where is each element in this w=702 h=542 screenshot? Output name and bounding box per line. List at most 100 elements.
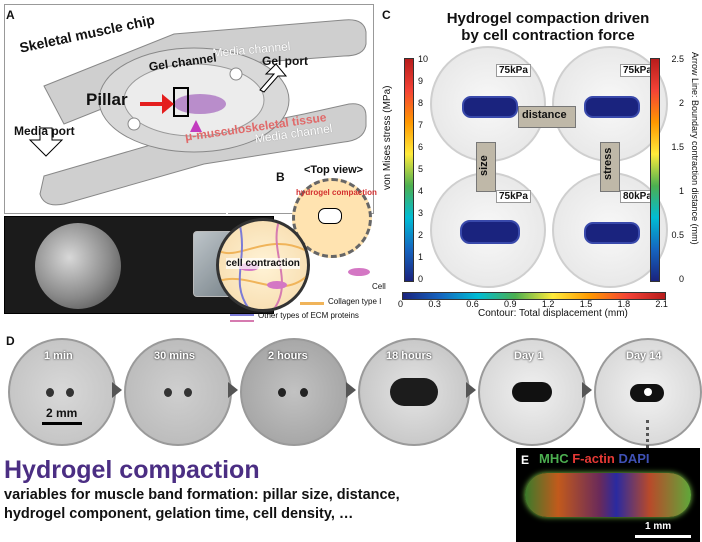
right-ticks: 2.5 2 1.5 1 0.5 0 (666, 54, 684, 284)
panel-d: D 1 min 30 mins 2 hours 18 hours Day 1 D… (0, 326, 702, 448)
panel-e-label: E (521, 453, 530, 467)
dish-5 (478, 338, 586, 446)
mhc-label: MHC (539, 451, 569, 466)
factin-label: F-actin (572, 451, 615, 466)
dish-2 (124, 338, 232, 446)
time-label: Day 1 (514, 350, 544, 362)
bottom-tick: 1.8 (617, 299, 631, 309)
scale-bar-e-label: 1 mm (645, 521, 672, 532)
step-arrow (466, 382, 476, 398)
bottom-colorbar (402, 292, 666, 300)
left-tick: 1 (418, 252, 424, 262)
bottom-tick: 0.6 (466, 299, 479, 309)
bottom-tick: 1.5 (579, 299, 593, 309)
right-axis-label: Arrow Line: Boundary contraction distanc… (690, 52, 700, 245)
time-label: 30 mins (154, 350, 195, 362)
right-tick: 0 (678, 274, 684, 284)
left-ticks: 10 9 8 7 6 5 4 3 2 1 0 (418, 54, 432, 284)
connector-dots-e (646, 420, 649, 448)
left-tick: 6 (418, 142, 424, 152)
left-tick: 5 (418, 164, 424, 174)
panel-d-label: D (6, 334, 15, 348)
dish-4 (358, 338, 470, 446)
step-arrow (582, 382, 592, 398)
muscle-band-image (525, 473, 691, 517)
stress-arrow-label: stress (602, 147, 614, 180)
sim-label-3: 75kPa (496, 190, 531, 203)
sim-label-1: 75kPa (496, 64, 531, 77)
time-label: 1 min (44, 350, 73, 362)
gel-port-label: Gel port (262, 54, 309, 68)
legend-ecm-swatch (230, 314, 254, 322)
right-tick: 2 (678, 98, 684, 108)
scale-bar-d-label: 2 mm (46, 406, 78, 420)
left-tick: 3 (418, 208, 424, 218)
dish-1 (8, 338, 116, 446)
right-tick: 1 (678, 186, 684, 196)
top-view-label: <Top view> (304, 164, 364, 176)
bottom-tick: 0.3 (428, 299, 441, 309)
left-colorbar (404, 58, 414, 282)
cell-contraction-label: cell contraction (226, 258, 300, 269)
legend-collagen-label: Collagen type I (328, 297, 382, 306)
stain-legend: MHC F-actin DAPI (539, 451, 650, 466)
legend-cell-label: Cell (372, 282, 386, 291)
panel-a-label: A (6, 8, 15, 22)
pillar-arrow (140, 94, 174, 114)
bottom-ticks: 0 0.3 0.6 0.9 1.2 1.5 1.8 2.1 (398, 299, 668, 309)
sim-label-2: 75kPa (620, 64, 655, 77)
right-colorbar (650, 58, 660, 282)
scale-bar-e (635, 535, 691, 538)
coin-image (35, 223, 121, 309)
panel-c-title: Hydrogel compaction driven by cell contr… (418, 10, 678, 44)
step-arrow (112, 382, 122, 398)
dapi-label: DAPI (618, 451, 650, 466)
chip-schematic (28, 19, 367, 206)
bottom-variables-line2: hydrogel component, gelation time, cell … (4, 506, 354, 522)
dish-3 (240, 338, 348, 446)
left-axis-label: von Mises stress (MPa) (382, 85, 393, 190)
size-arrow (476, 142, 496, 192)
panel-c-title-line2: by cell contraction force (461, 27, 635, 44)
distance-arrow (518, 106, 576, 128)
pillar-label: Pillar (86, 90, 128, 109)
right-tick: 2.5 (671, 54, 684, 64)
left-tick: 10 (418, 54, 429, 64)
pillar-box (173, 87, 189, 117)
time-label: 18 hours (386, 350, 432, 362)
left-tick: 8 (418, 98, 424, 108)
bottom-tick: 0 (398, 299, 404, 309)
right-tick: 1.5 (671, 142, 684, 152)
scale-bar-d (42, 422, 82, 425)
bottom-tick: 1.2 (541, 299, 555, 309)
stress-arrow (600, 142, 620, 192)
bottom-axis-label: Contour: Total displacement (mm) (478, 308, 628, 319)
panel-e: E MHC F-actin DAPI 1 mm (516, 448, 700, 542)
panel-c: C Hydrogel compaction driven by cell con… (378, 0, 702, 320)
size-arrow-label: size (478, 155, 490, 176)
bottom-tick: 2.1 (655, 299, 668, 309)
panel-c-label: C (382, 8, 391, 22)
time-label: Day 14 (626, 350, 662, 362)
left-tick: 7 (418, 120, 424, 130)
panel-b-label: B (276, 170, 285, 184)
bottom-variables-line1: variables for muscle band formation: pil… (4, 487, 400, 503)
left-tick: 2 (418, 230, 424, 240)
step-arrow (346, 382, 356, 398)
right-tick: 0.5 (671, 230, 684, 240)
step-arrow (228, 382, 238, 398)
panel-b: B <Top view> hydrogel compaction cell co… (212, 164, 392, 324)
left-tick: 9 (418, 76, 424, 86)
hydrogel-compaction-label: hydrogel compaction (296, 188, 377, 197)
panel-c-title-line1: Hydrogel compaction driven (446, 10, 650, 27)
time-label: 2 hours (268, 350, 308, 362)
distance-arrow-label: distance (522, 109, 567, 121)
bottom-variables: variables for muscle band formation: pil… (4, 486, 514, 524)
legend-cell-swatch (348, 268, 370, 276)
media-channel-bottom (39, 103, 367, 206)
chip-frame (4, 4, 374, 214)
legend-ecm-label: Other types of ECM proteins (258, 311, 359, 320)
left-tick: 0 (418, 274, 424, 284)
bottom-title: Hydrogel compaction (4, 456, 260, 484)
media-port-label: Media port (14, 124, 75, 138)
